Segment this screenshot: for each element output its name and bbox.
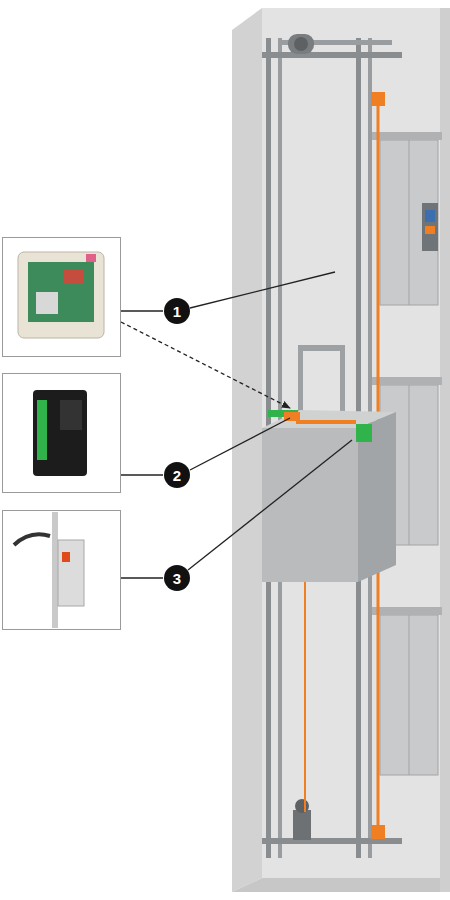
connector [86,254,96,262]
controller-module [33,390,87,476]
leader-line [190,272,335,308]
callout-text: 3 [173,571,181,586]
pulley-wheel [295,799,309,813]
leader-line [121,577,163,578]
sling-beam [298,345,345,351]
inset-frame [3,511,121,630]
elevator-shaft [232,8,450,892]
sensor-cable [14,534,50,545]
circuit-board [28,262,94,322]
shaft-floor [232,878,450,892]
car-front [262,428,358,582]
sensor-housing [58,540,84,606]
terminal-strip [37,400,47,460]
door-header [372,132,442,140]
inset-panels [3,238,121,630]
sling-post [340,345,345,415]
leader-line [121,474,163,475]
callout-number: 2 [164,462,190,488]
landing-door [380,615,438,775]
machine-drive [288,34,314,54]
sling-post [298,345,303,415]
inset-frame [3,374,121,493]
panel-button [425,226,435,234]
callout-text: 2 [173,468,181,483]
drive-sheave [294,37,308,51]
inset-frame [3,238,121,357]
led-panel [60,400,82,430]
shaft-right-wall [440,8,450,892]
car-sling [298,345,345,415]
door-split [409,140,410,305]
belt-clamp [371,825,385,839]
green-sensor [356,424,364,442]
leader-line [190,418,290,470]
tension-pulley [293,810,311,840]
door-header [372,607,442,615]
top-beam [262,52,402,58]
dashed-pointer [121,322,290,408]
callout-text: 1 [173,304,181,319]
relay [36,292,58,314]
shaft-side-wall [232,8,262,892]
rail-section [52,512,58,628]
callout-number: 3 [164,565,190,591]
warning-sticker [62,552,70,562]
board-housing [18,252,104,338]
control-panel [422,203,438,251]
leader-line [121,310,163,311]
callout-number: 1 [164,298,190,324]
green-sensor [364,424,372,442]
leader-line [188,440,352,570]
panel-display [425,210,435,222]
landing-door [380,140,438,305]
guide-rails [262,34,402,858]
leader-lines [121,272,352,578]
orange-link [296,420,356,424]
door-split [409,385,410,545]
belt-clamp [371,92,385,106]
door-split [409,615,410,775]
door-header [372,377,442,385]
connector [64,270,84,284]
shaft-back-wall [262,8,450,878]
